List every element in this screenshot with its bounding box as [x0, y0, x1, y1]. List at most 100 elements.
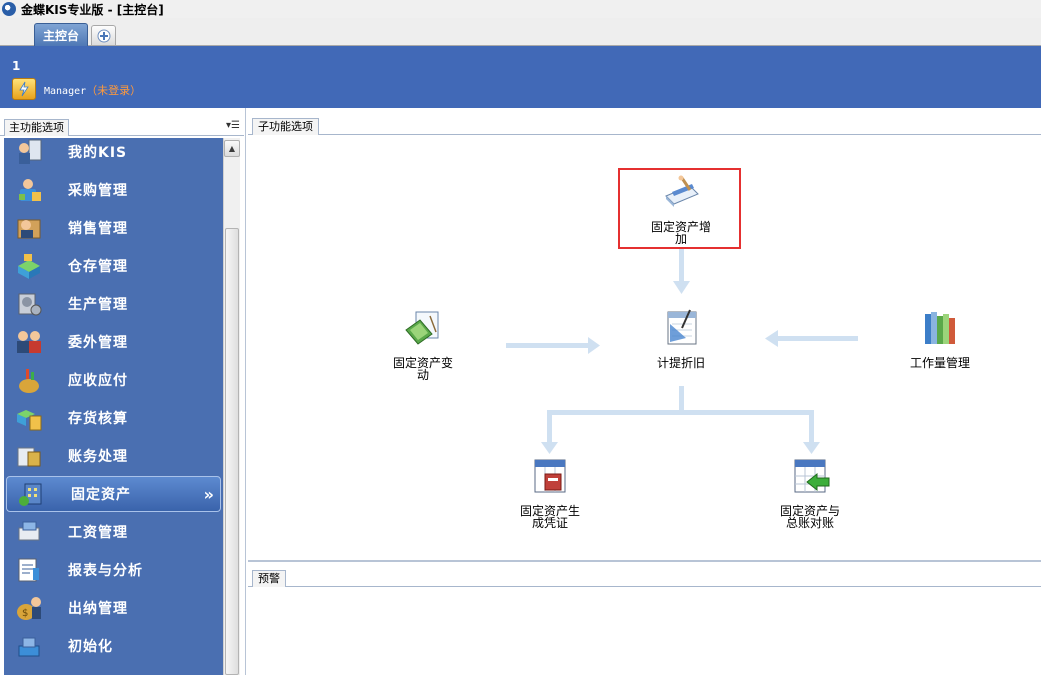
sidebar-item-label: 存货核算: [68, 411, 128, 427]
left-scrollbar[interactable]: ▲: [223, 138, 240, 675]
outsourcing-icon: [17, 331, 41, 353]
node-label: 固定资产与总账对账: [779, 504, 840, 530]
arrow-workload-to-depreciation: [776, 336, 858, 341]
kingdee-logo-icon: [2, 2, 16, 16]
arrow-workload-to-depreciation-head: [765, 330, 778, 347]
sidebar-item-reports[interactable]: 报表与分析: [4, 552, 223, 588]
sidebar-item-fixed-assets[interactable]: 固定资产 »: [6, 476, 221, 512]
sidebar-item-label: 委外管理: [68, 335, 128, 351]
window-title-bar: 金蝶KIS专业版 - [主控台]: [0, 0, 1041, 18]
main-function-list: 我的KIS 采购管理 销售管理 仓存管理 生产管理 委外管理 应收应付 存货核: [4, 138, 223, 675]
plus-icon: [97, 29, 110, 42]
sidebar-item-label: 仓存管理: [68, 259, 128, 275]
sidebar-item-initialize[interactable]: 初始化: [4, 628, 223, 664]
asset-add-icon: [665, 175, 699, 207]
scroll-up-button[interactable]: ▲: [224, 140, 240, 157]
sidebar-item-cashier[interactable]: $ 出纳管理: [4, 590, 223, 626]
node-depreciation[interactable]: 计提折旧: [631, 308, 731, 369]
node-label: 固定资产生成凭证: [519, 504, 580, 530]
panel-menu-icon[interactable]: ▾☰: [226, 120, 240, 131]
node-fixed-asset-voucher[interactable]: 固定资产生成凭证: [500, 456, 600, 529]
payroll-icon: [18, 521, 40, 541]
node-fixed-asset-reconcile[interactable]: 固定资产与总账对账: [760, 456, 860, 529]
asset-change-icon: [405, 311, 439, 345]
depreciation-icon: [667, 309, 697, 345]
sidebar-item-sales[interactable]: 销售管理: [4, 210, 223, 246]
main-function-panel: 主功能选项 ▾☰ 我的KIS 采购管理 销售管理 仓存管理 生产管理 委外管理: [0, 108, 246, 675]
receivable-payable-icon: [19, 369, 39, 393]
my-kis-icon: [19, 139, 42, 164]
voucher-icon: [534, 459, 566, 493]
sidebar-item-accounting[interactable]: 账务处理: [4, 438, 223, 474]
add-tab-button[interactable]: [91, 25, 116, 45]
sidebar-item-purchase[interactable]: 采购管理: [4, 172, 223, 208]
node-fixed-asset-add[interactable]: 固定资产增加: [631, 172, 731, 245]
arrow-change-to-depreciation-head: [588, 337, 600, 354]
initialize-icon: [18, 637, 40, 657]
account-number: 1: [12, 59, 21, 73]
user-avatar-icon: [12, 78, 36, 100]
sidebar-item-inventory-accounting[interactable]: 存货核算: [4, 400, 223, 436]
sub-function-tab: 子功能选项: [252, 118, 319, 135]
node-fixed-asset-change[interactable]: 固定资产变动: [373, 308, 473, 381]
arrow-branch-to-voucher-head: [541, 442, 558, 454]
scroll-thumb[interactable]: [225, 228, 239, 675]
arrow-add-to-depreciation: [679, 248, 684, 284]
purchase-icon: [19, 179, 41, 201]
sidebar-item-production[interactable]: 生产管理: [4, 286, 223, 322]
user-label: Manager（未登录）: [44, 82, 141, 98]
sub-function-header: 子功能选项: [248, 118, 1041, 135]
chevron-right-icon: »: [203, 484, 214, 504]
main-function-tab: 主功能选项: [4, 119, 69, 136]
warehouse-icon: [18, 254, 40, 279]
sidebar-item-label: 应收应付: [68, 373, 128, 389]
sidebar-item-label: 初始化: [68, 639, 113, 655]
warning-header: 预警: [248, 570, 1041, 587]
highlight-box: [618, 168, 741, 249]
sidebar-item-label: 报表与分析: [68, 563, 143, 579]
sidebar-item-payroll[interactable]: 工资管理: [4, 514, 223, 550]
arrow-add-to-depreciation-head: [673, 281, 690, 294]
main-function-header: 主功能选项 ▾☰: [0, 118, 244, 136]
sidebar-item-label: 销售管理: [68, 221, 128, 237]
node-workload-management[interactable]: 工作量管理: [890, 308, 990, 369]
arrow-branch-to-reconcile: [809, 410, 814, 444]
sidebar-item-label: 固定资产: [71, 487, 131, 503]
tab-main-console[interactable]: 主控台: [34, 23, 88, 46]
sidebar-item-label: 生产管理: [68, 297, 128, 313]
reports-icon: [18, 558, 39, 582]
cashier-icon: $: [17, 597, 41, 620]
sub-function-panel: 子功能选项: [248, 108, 1041, 560]
user-header: 1 Manager（未登录）: [0, 46, 1041, 108]
sidebar-item-label: 工资管理: [68, 525, 128, 541]
svg-text:$: $: [22, 608, 28, 619]
flow-arrows: [506, 248, 858, 454]
sidebar-item-label: 账务处理: [68, 449, 128, 465]
login-status[interactable]: （未登录）: [86, 84, 142, 97]
user-name: Manager: [44, 86, 87, 97]
tab-strip: 主控台: [0, 18, 1041, 46]
fixed-assets-icon: [19, 483, 42, 506]
node-label: 计提折旧: [656, 356, 705, 370]
sidebar-item-my-kis[interactable]: 我的KIS: [4, 138, 223, 170]
arrow-change-to-depreciation: [506, 343, 590, 348]
sidebar-item-label: 采购管理: [68, 183, 128, 199]
node-label: 固定资产增加: [650, 220, 711, 246]
sidebar-item-outsourcing[interactable]: 委外管理: [4, 324, 223, 360]
inventory-accounting-icon: [17, 410, 42, 431]
arrow-depreciation-trunk: [679, 386, 684, 414]
sidebar-item-label: 我的KIS: [68, 145, 128, 161]
sales-icon: [17, 219, 41, 239]
node-label: 固定资产变动: [392, 356, 453, 382]
sidebar-item-receivable-payable[interactable]: 应收应付: [4, 362, 223, 398]
reconcile-icon: [794, 459, 830, 493]
arrow-branch-bar: [547, 410, 814, 415]
sidebar-item-warehouse[interactable]: 仓存管理: [4, 248, 223, 284]
accounting-icon: [17, 447, 41, 467]
warning-panel: 预警: [248, 560, 1041, 675]
production-icon: [18, 293, 42, 316]
arrow-branch-to-voucher: [547, 410, 552, 444]
arrow-branch-to-reconcile-head: [803, 442, 820, 454]
sidebar-item-label: 出纳管理: [68, 601, 128, 617]
workload-icon: [925, 312, 955, 344]
